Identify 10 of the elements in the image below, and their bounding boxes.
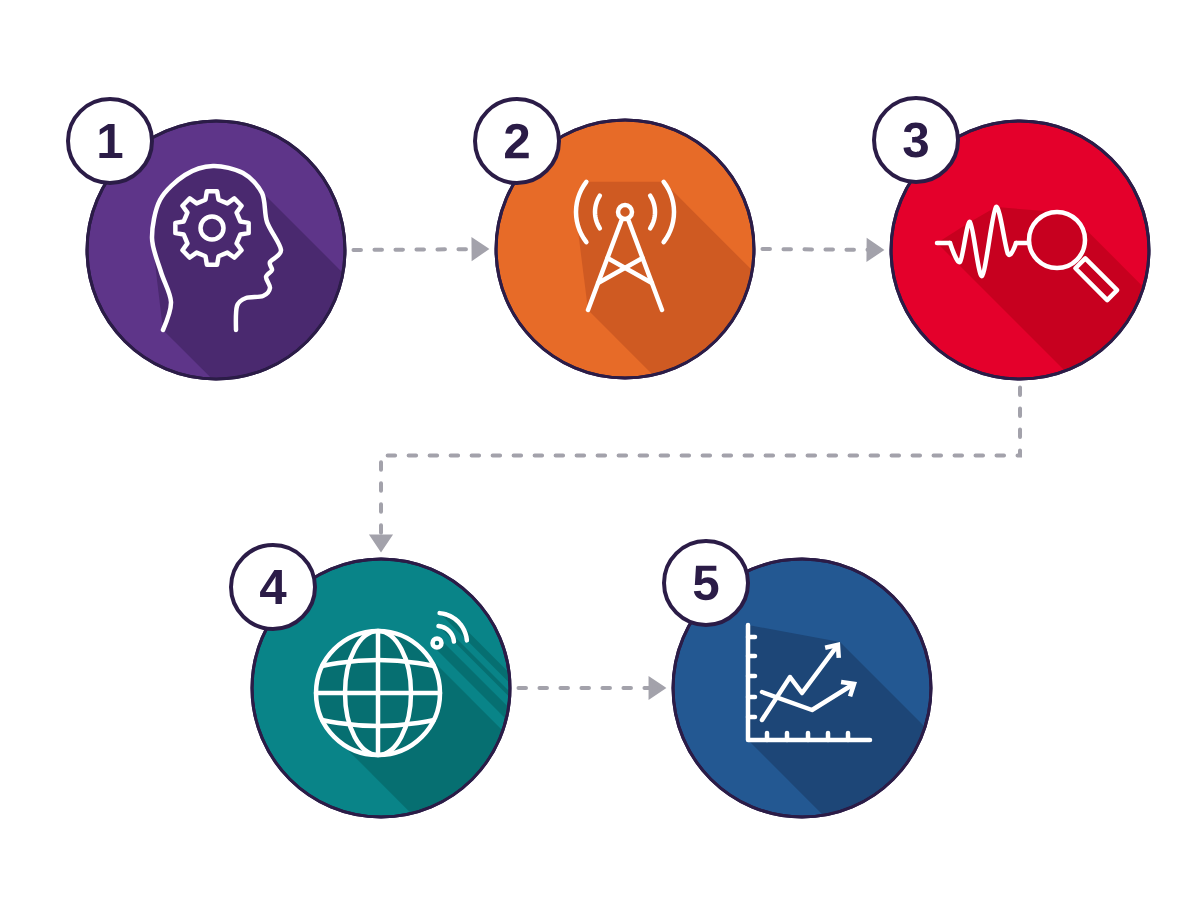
number-badge: 1 <box>66 97 154 185</box>
step-circle <box>85 119 347 381</box>
step-circle <box>889 119 1151 381</box>
number-badge: 2 <box>473 97 561 185</box>
step-circle <box>671 557 933 819</box>
number-badge: 3 <box>872 96 960 184</box>
step-circle <box>494 118 756 380</box>
number-badge: 5 <box>662 539 750 627</box>
step-circle <box>250 557 512 819</box>
number-badge: 4 <box>229 543 317 631</box>
